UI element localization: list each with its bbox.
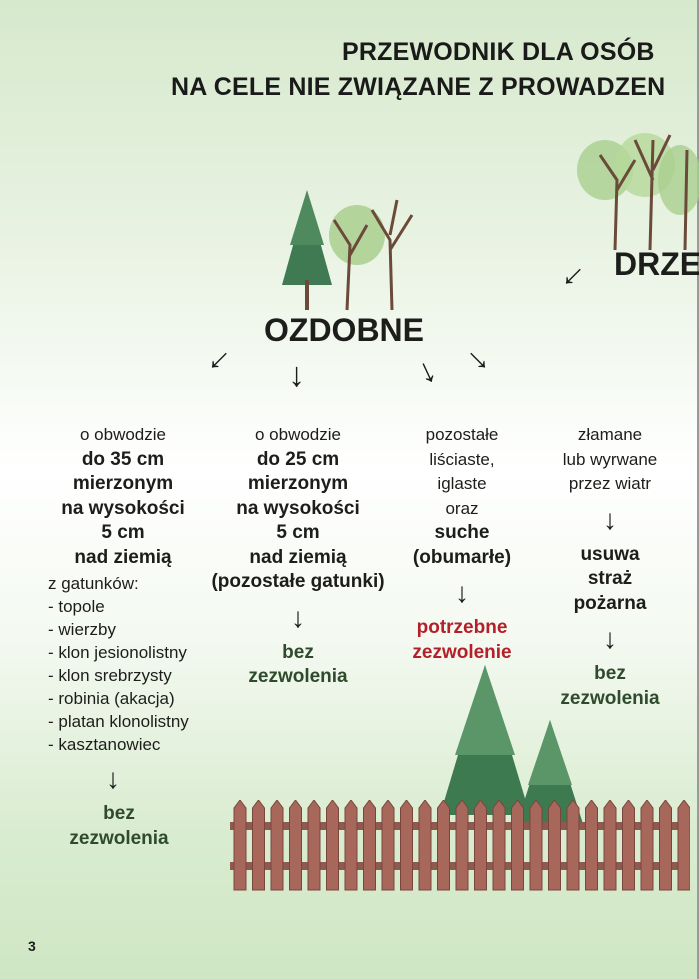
bold-text: mierzonym: [247, 473, 349, 494]
down-arrow-icon: ↓: [603, 623, 617, 654]
intro-text: iglaste: [437, 474, 487, 493]
intro-text: o obwodzie: [79, 425, 166, 444]
column-other: pozostałe liściaste, iglaste oraz suche …: [397, 423, 527, 665]
bold-text: do 35 cm: [81, 448, 165, 470]
arrow-col-4: ↓: [457, 339, 496, 379]
list-item: - klon jesionolistny: [48, 643, 187, 662]
bold-text: mierzonym: [72, 473, 174, 494]
fence-picket: [622, 800, 635, 891]
bold-text: nad ziemią: [249, 546, 347, 568]
fence-picket: [326, 800, 339, 891]
bold-text: 5 cm: [101, 522, 145, 543]
fence-picket: [603, 800, 617, 891]
fence-picket: [548, 800, 561, 891]
column-wind: złamane lub wyrwane przez wiatr ↓ usuwa …: [545, 423, 675, 711]
species-list: z gatunków: - topole - wierzby - klon je…: [28, 572, 218, 756]
fence-picket: [511, 800, 524, 891]
trees-illustration-top-right: [577, 133, 699, 250]
list-item: - kasztanowiec: [48, 735, 161, 754]
bold-text: straż: [587, 568, 633, 589]
fence-picket: [307, 800, 321, 891]
bold-text: usuwa: [580, 543, 640, 565]
result-text: bez: [282, 641, 314, 663]
intro-text: pozostałe: [425, 425, 499, 444]
bold-text: na wysokości: [61, 497, 185, 519]
bold-text: na wysokości: [236, 497, 360, 519]
result-text: bez: [103, 803, 135, 824]
intro-text: oraz: [445, 498, 479, 518]
list-title: z gatunków:: [48, 574, 139, 593]
bold-text: 5 cm: [276, 522, 320, 543]
arrow-col-2: ↓: [288, 356, 305, 394]
intro-text: lub wyrwane: [562, 449, 658, 469]
bold-text: (pozostałe gatunki): [211, 571, 385, 592]
result-text: zezwolenia: [248, 666, 348, 687]
list-item: - wierzby: [48, 620, 117, 639]
fence-picket: [233, 800, 247, 891]
column-25cm: o obwodzie do 25 cm mierzonym na wysokoś…: [198, 423, 398, 690]
arrow-col-3: ↓: [410, 350, 443, 392]
fence-picket: [474, 800, 487, 891]
fence-picket: [585, 800, 598, 891]
result-text: zezwolenia: [560, 687, 660, 709]
intro-text: przez wiatr: [568, 474, 652, 493]
fence-picket: [270, 800, 284, 891]
result-text: bez: [594, 663, 626, 684]
bold-text: nad ziemią: [74, 546, 172, 568]
result-text-required: potrzebne: [416, 617, 508, 638]
fence-picket: [363, 800, 376, 891]
list-item: - platan klonolistny: [48, 712, 189, 731]
fence-picket: [659, 800, 672, 891]
down-arrow-icon: ↓: [291, 601, 305, 633]
fence-picket: [677, 800, 690, 891]
title-line-2: NA CELE NIE ZWIĄZANE Z PROWADZEN: [171, 73, 666, 101]
fence-picket: [566, 800, 580, 891]
page-edge: [697, 0, 699, 979]
result-text-required: zezwolenie: [412, 641, 512, 663]
down-arrow-icon: ↓: [603, 503, 617, 535]
arrow-col-1: ↓: [201, 339, 240, 379]
fence-picket: [289, 800, 302, 891]
result-text: zezwolenia: [69, 827, 169, 849]
intro-text: liściaste,: [429, 449, 495, 469]
bold-text: (obumarłe): [412, 546, 512, 568]
list-item: - topole: [48, 597, 105, 616]
heading-drzewa: DRZE: [614, 246, 699, 282]
intro-text: o obwodzie: [254, 425, 341, 444]
heading-ozdobne: OZDOBNE: [264, 312, 424, 348]
fence-picket: [455, 800, 469, 891]
fence-picket: [381, 800, 395, 891]
intro-text: złamane: [577, 425, 643, 444]
fence-illustration: [230, 800, 690, 891]
fence-picket: [344, 800, 358, 891]
down-arrow-icon: ↓: [106, 763, 120, 794]
arrow-to-drzewa: ↓: [555, 255, 594, 295]
fence-picket: [640, 800, 654, 891]
bold-text: suche: [434, 522, 490, 543]
column-35cm: o obwodzie do 35 cm mierzonym na wysokoś…: [28, 423, 218, 851]
bold-text: pożarna: [573, 592, 647, 614]
fence-picket: [400, 800, 413, 891]
fence-picket: [418, 800, 432, 891]
fence-picket: [437, 800, 450, 891]
fence-picket: [529, 800, 543, 891]
bold-text: do 25 cm: [256, 448, 340, 470]
list-item: - robinia (akacja): [48, 689, 175, 708]
page-number: 3: [28, 938, 36, 954]
list-item: - klon srebrzysty: [48, 666, 172, 685]
down-arrow-icon: ↓: [455, 577, 469, 608]
fence-picket: [252, 800, 265, 891]
title-line-1: PRZEWODNIK DLA OSÓB: [342, 38, 655, 66]
fence-picket: [492, 800, 506, 891]
trees-illustration-ozdobne: [282, 190, 414, 311]
spruce-trees-illustration: [440, 665, 585, 830]
